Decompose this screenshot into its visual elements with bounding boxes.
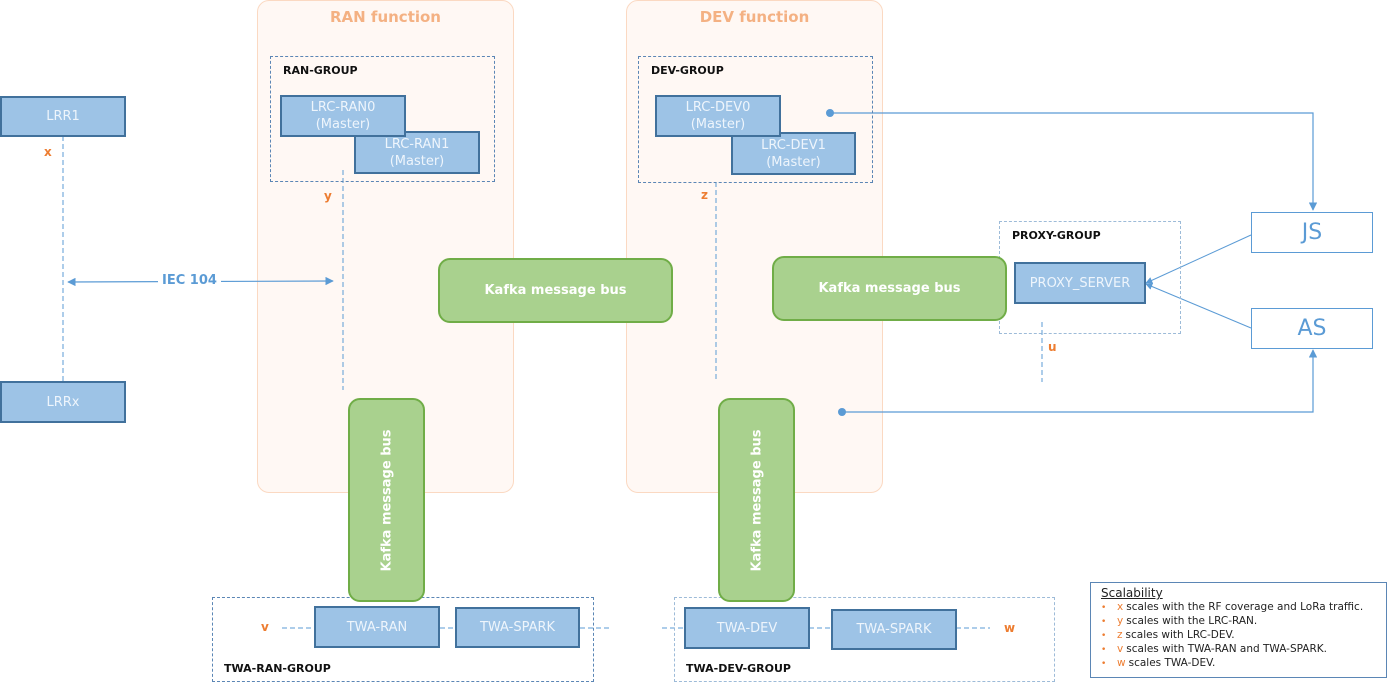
- dev-group: DEV-GROUP: [638, 56, 873, 183]
- lrc-dev1-name: LRC-DEV1: [761, 137, 826, 153]
- twa-ran-node[interactable]: TWA-RAN: [314, 606, 440, 648]
- lrc-ran1-role: (Master): [389, 153, 445, 169]
- lrc-ran0-name: LRC-RAN0: [310, 100, 376, 115]
- dev-to-as-link: [842, 349, 1318, 413]
- kafka-bus-label: Kafka message bus: [749, 428, 765, 572]
- kafka-bus-vertical-dev[interactable]: Kafka message bus: [718, 398, 795, 602]
- lrc-dev0-name: LRC-DEV0: [685, 100, 751, 115]
- lrrx-node[interactable]: LRRx: [0, 381, 126, 423]
- as-node[interactable]: AS: [1251, 308, 1373, 349]
- dev-function-title: DEV function: [699, 8, 810, 26]
- twa-dev-group: TWA-DEV-GROUP: [674, 597, 1055, 682]
- lrc-ran1-node[interactable]: LRC-RAN1 (Master): [354, 131, 480, 174]
- scale-var-y: y: [324, 189, 332, 203]
- scale-var-w: w: [1004, 621, 1016, 635]
- iec104-label: IEC 104: [158, 273, 221, 288]
- lrc-dev0-role: (Master): [690, 117, 746, 132]
- ran-group: RAN-GROUP: [270, 56, 495, 182]
- legend-title: Scalability: [1101, 586, 1163, 600]
- lrc-ran0-role: (Master): [315, 117, 371, 132]
- kafka-bus-vertical-ran[interactable]: Kafka message bus: [348, 398, 425, 602]
- as-to-proxy-link: [1145, 283, 1252, 329]
- kafka-bus-label: Kafka message bus: [484, 283, 627, 298]
- scale-var-z: z: [701, 188, 708, 202]
- lrc-dev1-node[interactable]: LRC-DEV1 (Master): [731, 132, 856, 175]
- dev-group-label: DEV-GROUP: [651, 64, 724, 77]
- lrc-ran1-name: LRC-RAN1: [384, 136, 450, 152]
- scale-var-x: x: [44, 145, 52, 159]
- legend-item: • y scales with the LRC-RAN.: [1101, 615, 1258, 627]
- kafka-bus-horizontal-ran[interactable]: Kafka message bus: [438, 258, 673, 323]
- legend-item: • v scales with TWA-RAN and TWA-SPARK.: [1101, 643, 1327, 655]
- twa-dev-node[interactable]: TWA-DEV: [684, 607, 810, 649]
- ran-group-label: RAN-GROUP: [283, 64, 358, 77]
- legend-item: • w scales TWA-DEV.: [1101, 657, 1216, 669]
- js-node[interactable]: JS: [1251, 212, 1373, 253]
- lrc-ran0-node[interactable]: LRC-RAN0 (Master): [280, 95, 406, 137]
- ran-function-title: RAN function: [329, 8, 441, 26]
- dev-to-js-link: [830, 112, 1318, 211]
- twa-spark-dev-node[interactable]: TWA-SPARK: [831, 609, 957, 650]
- scale-var-u: u: [1048, 340, 1057, 354]
- kafka-bus-label: Kafka message bus: [379, 428, 395, 572]
- twa-spark-ran-node[interactable]: TWA-SPARK: [455, 607, 580, 648]
- twa-ran-group-label: TWA-RAN-GROUP: [224, 662, 331, 675]
- legend-item: • z scales with LRC-DEV.: [1101, 629, 1235, 641]
- kafka-bus-horizontal-dev[interactable]: Kafka message bus: [772, 256, 1007, 321]
- lrc-dev0-node[interactable]: LRC-DEV0 (Master): [655, 95, 781, 137]
- lrc-dev1-role: (Master): [766, 154, 821, 170]
- proxy-server-node[interactable]: PROXY_SERVER: [1014, 262, 1146, 304]
- proxy-group-label: PROXY-GROUP: [1012, 229, 1101, 242]
- kafka-bus-label: Kafka message bus: [818, 281, 961, 296]
- scale-var-v: v: [261, 620, 269, 634]
- legend-item: • x scales with the RF coverage and LoRa…: [1101, 601, 1364, 613]
- scalability-legend: Scalability • x scales with the RF cover…: [1090, 582, 1387, 678]
- js-to-proxy-link: [1145, 234, 1252, 284]
- lrr1-node[interactable]: LRR1: [0, 96, 126, 137]
- twa-dev-group-label: TWA-DEV-GROUP: [686, 662, 791, 675]
